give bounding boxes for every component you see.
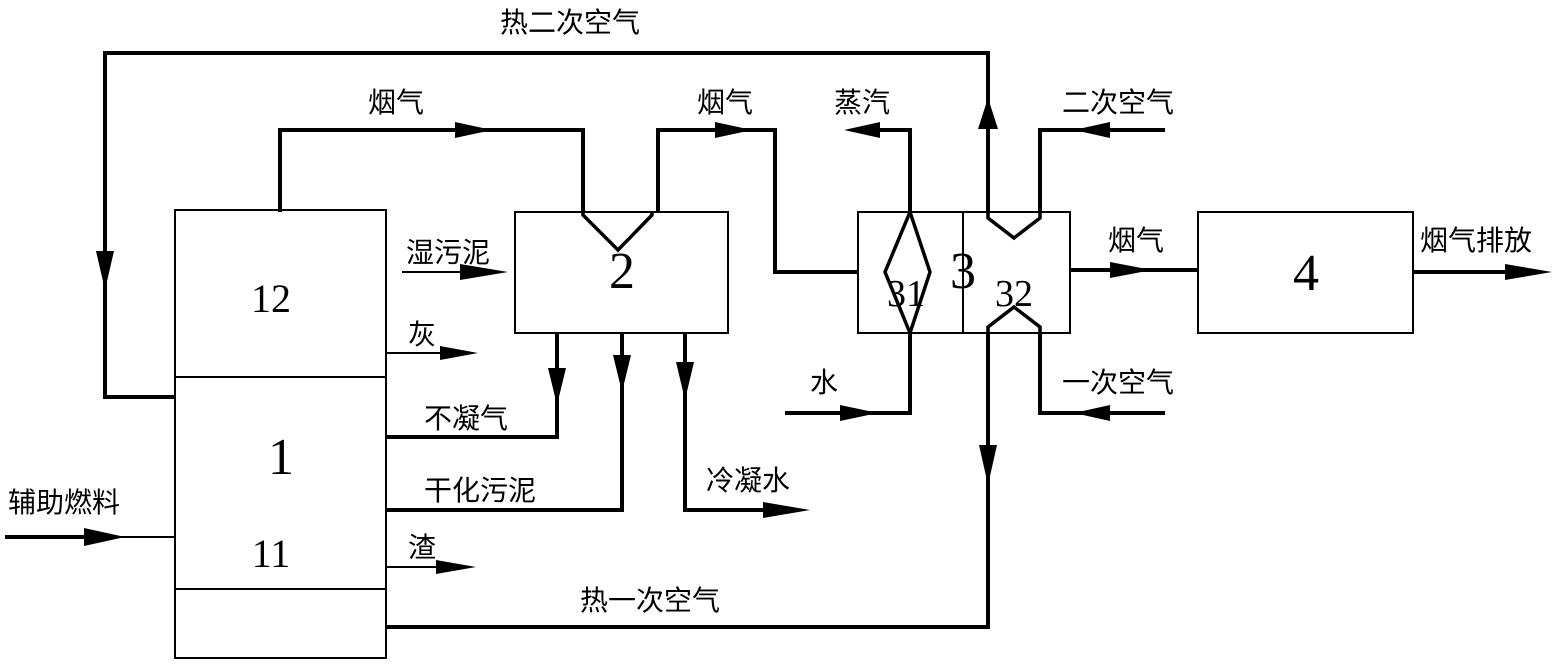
arrow-flue-gas-2 xyxy=(715,122,752,138)
label-ash: 灰 xyxy=(408,318,436,351)
coil-31-right xyxy=(908,211,932,334)
unit-label-2: 2 xyxy=(609,243,635,300)
arrow-hot-primary-air xyxy=(979,445,997,485)
dryer-coil xyxy=(581,212,654,253)
label-wet-sludge: 湿污泥 xyxy=(406,236,490,269)
incinerator-body xyxy=(174,209,387,659)
unit-label-31: 31 xyxy=(887,273,925,315)
hot-primary-air-line xyxy=(386,333,990,629)
steam-line xyxy=(862,128,912,212)
hot-secondary-air-line xyxy=(103,51,990,399)
coil-32-bottom xyxy=(986,304,1042,333)
arrow-water xyxy=(840,405,878,421)
arrow-flue-gas-3 xyxy=(1110,262,1152,278)
arrow-secondary-air xyxy=(1074,122,1110,138)
label-slag: 渣 xyxy=(408,531,436,564)
label-flue-gas-1: 烟气 xyxy=(368,86,424,119)
arrow-flue-gas-discharge xyxy=(1505,264,1552,280)
arrow-flue-gas-1 xyxy=(455,122,492,138)
coil-32-top xyxy=(986,212,1042,241)
arrow-non-condensable-gas xyxy=(548,368,566,405)
arrow-dried-sludge xyxy=(613,355,631,392)
arrow-hot-secondary-air-down xyxy=(96,251,114,290)
arrow-condensate-down xyxy=(676,362,694,400)
label-primary-air: 一次空气 xyxy=(1062,366,1174,399)
label-aux-fuel: 辅助燃料 xyxy=(8,486,120,519)
arrow-ash xyxy=(440,346,478,360)
water-line xyxy=(785,333,912,415)
arrowheads xyxy=(84,98,1552,574)
arrow-wet-sludge xyxy=(460,264,508,280)
unit-4 xyxy=(1197,211,1414,334)
incinerator-unit-1 xyxy=(174,209,387,659)
coil-31-left xyxy=(883,211,912,334)
unit-label-12: 12 xyxy=(251,276,291,321)
label-condensate-water: 冷凝水 xyxy=(706,464,790,497)
label-hot-secondary-air: 热二次空气 xyxy=(500,6,640,39)
arrow-condensate-out xyxy=(763,502,810,518)
arrow-hot-secondary-air-up xyxy=(978,98,998,129)
label-flue-gas-3: 烟气 xyxy=(1108,224,1164,257)
arrow-primary-air xyxy=(1074,405,1110,421)
label-flue-gas-2: 烟气 xyxy=(697,86,753,119)
flue-gas-line-2 xyxy=(656,128,858,274)
label-steam: 蒸汽 xyxy=(834,86,890,119)
unit-label-1: 1 xyxy=(268,429,294,486)
unit-label-4: 4 xyxy=(1293,245,1319,302)
secondary-air-line xyxy=(1038,128,1165,212)
unit-label-3: 3 xyxy=(950,243,976,300)
label-non-condensable-gas: 不凝气 xyxy=(424,402,508,435)
label-flue-gas-discharge: 烟气排放 xyxy=(1420,224,1532,257)
unit-label-11: 11 xyxy=(252,531,291,576)
label-water: 水 xyxy=(810,366,838,399)
arrow-steam xyxy=(844,122,880,138)
flue-gas-line-1 xyxy=(278,128,585,212)
label-dried-sludge: 干化污泥 xyxy=(424,474,536,507)
dryer-unit-2 xyxy=(514,211,729,334)
label-secondary-air: 二次空气 xyxy=(1062,86,1174,119)
non-condensable-gas-line xyxy=(386,333,559,439)
primary-air-line xyxy=(1038,333,1165,415)
label-hot-primary-air: 热一次空气 xyxy=(580,584,720,617)
arrow-slag xyxy=(436,560,476,574)
arrow-aux-fuel xyxy=(84,528,125,546)
unit-label-32: 32 xyxy=(995,273,1033,315)
